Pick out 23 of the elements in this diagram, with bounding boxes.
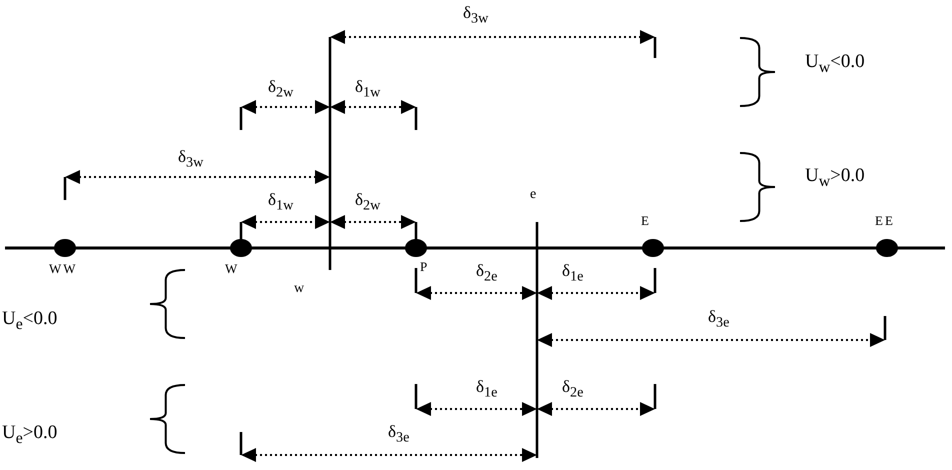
dimension-label: δ$_{3w}$ (178, 148, 204, 170)
dimension-label: δ$_{2w}$ (355, 191, 380, 213)
face-label: e (530, 188, 536, 202)
velocity-condition: U$_{e}$>0.0 (2, 423, 58, 447)
point-label: E (641, 214, 651, 227)
face-label: w (294, 282, 304, 296)
dimension-label: δ$_{1e}$ (476, 378, 498, 400)
dimension-label: δ$_{1w}$ (355, 78, 380, 100)
dimension-label: δ$_{2e}$ (562, 378, 584, 400)
dimension-label: δ$_{1e}$ (562, 262, 584, 284)
point-label: W (225, 262, 240, 275)
dimension-label: δ$_{2e}$ (476, 262, 498, 284)
point-label: WW (49, 262, 78, 275)
dimension-label: δ$_{3e}$ (708, 308, 730, 330)
point-label: EE (875, 214, 895, 227)
dimension-label: δ$_{3e}$ (388, 423, 410, 445)
velocity-condition: U$_{w}$<0.0 (805, 52, 865, 76)
velocity-condition: U$_{w}$>0.0 (805, 166, 865, 190)
dimension-label: δ$_{1w}$ (268, 191, 294, 213)
point-label: P (420, 260, 430, 273)
dimension-label: δ$_{3w}$ (463, 4, 488, 26)
velocity-condition: U$_{e}$<0.0 (2, 309, 58, 333)
dimension-label: δ$_{2w}$ (268, 78, 294, 100)
